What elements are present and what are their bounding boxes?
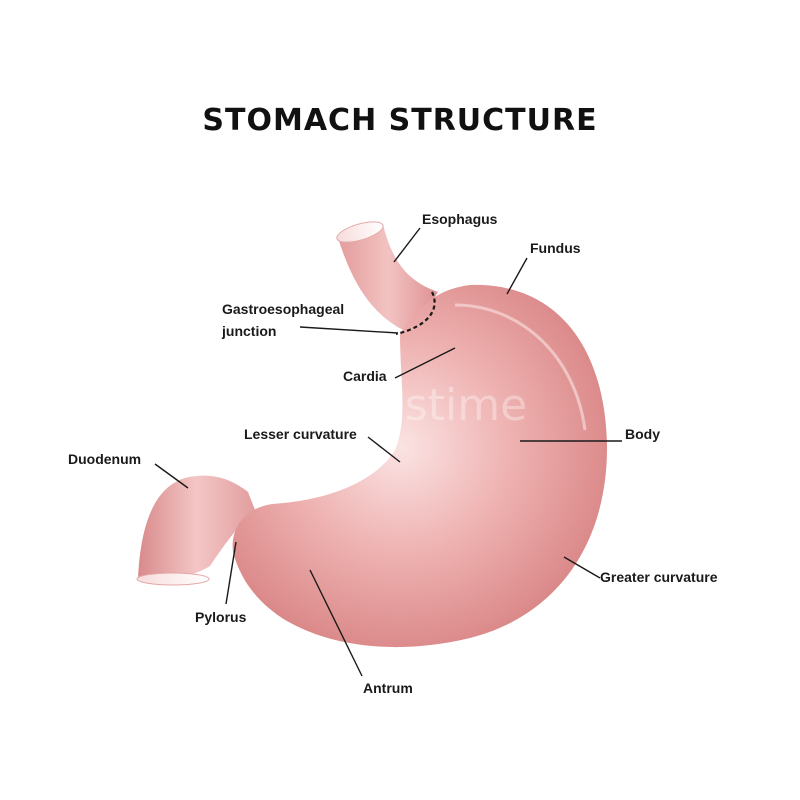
- cardia-leader: [394, 347, 456, 379]
- label-body: Body: [625, 426, 660, 442]
- diagram-title: STOMACH STRUCTURE: [202, 103, 597, 138]
- label-cardia: Cardia: [343, 368, 387, 384]
- stomach-body-shape: [232, 284, 608, 648]
- ge-junction-leader: [299, 326, 399, 334]
- label-fundus: Fundus: [530, 240, 581, 256]
- esophagus-shape: [336, 221, 438, 334]
- label-lesser-curvature: Lesser curvature: [244, 426, 357, 442]
- antrum-leader: [309, 569, 363, 677]
- label-antrum: Antrum: [363, 680, 413, 696]
- label-ge-junction-line1: Gastroesophageal: [222, 301, 344, 317]
- duodenum-shape: [136, 475, 255, 586]
- pylorus-leader: [225, 541, 237, 605]
- duodenum-leader: [154, 463, 189, 489]
- fundus-leader: [506, 257, 528, 295]
- label-esophagus: Esophagus: [422, 211, 498, 227]
- stomach-sheen: [454, 303, 587, 431]
- label-duodenum: Duodenum: [68, 451, 141, 467]
- greater-curvature-leader: [563, 556, 601, 579]
- watermark-text: dreamstime: [263, 380, 527, 431]
- label-pylorus: Pylorus: [195, 609, 247, 625]
- lesser-curvature-leader: [367, 436, 401, 463]
- label-ge-junction-line2: junction: [221, 323, 276, 339]
- label-greater-curvature: Greater curvature: [600, 569, 718, 585]
- esophagus-leader: [393, 227, 421, 263]
